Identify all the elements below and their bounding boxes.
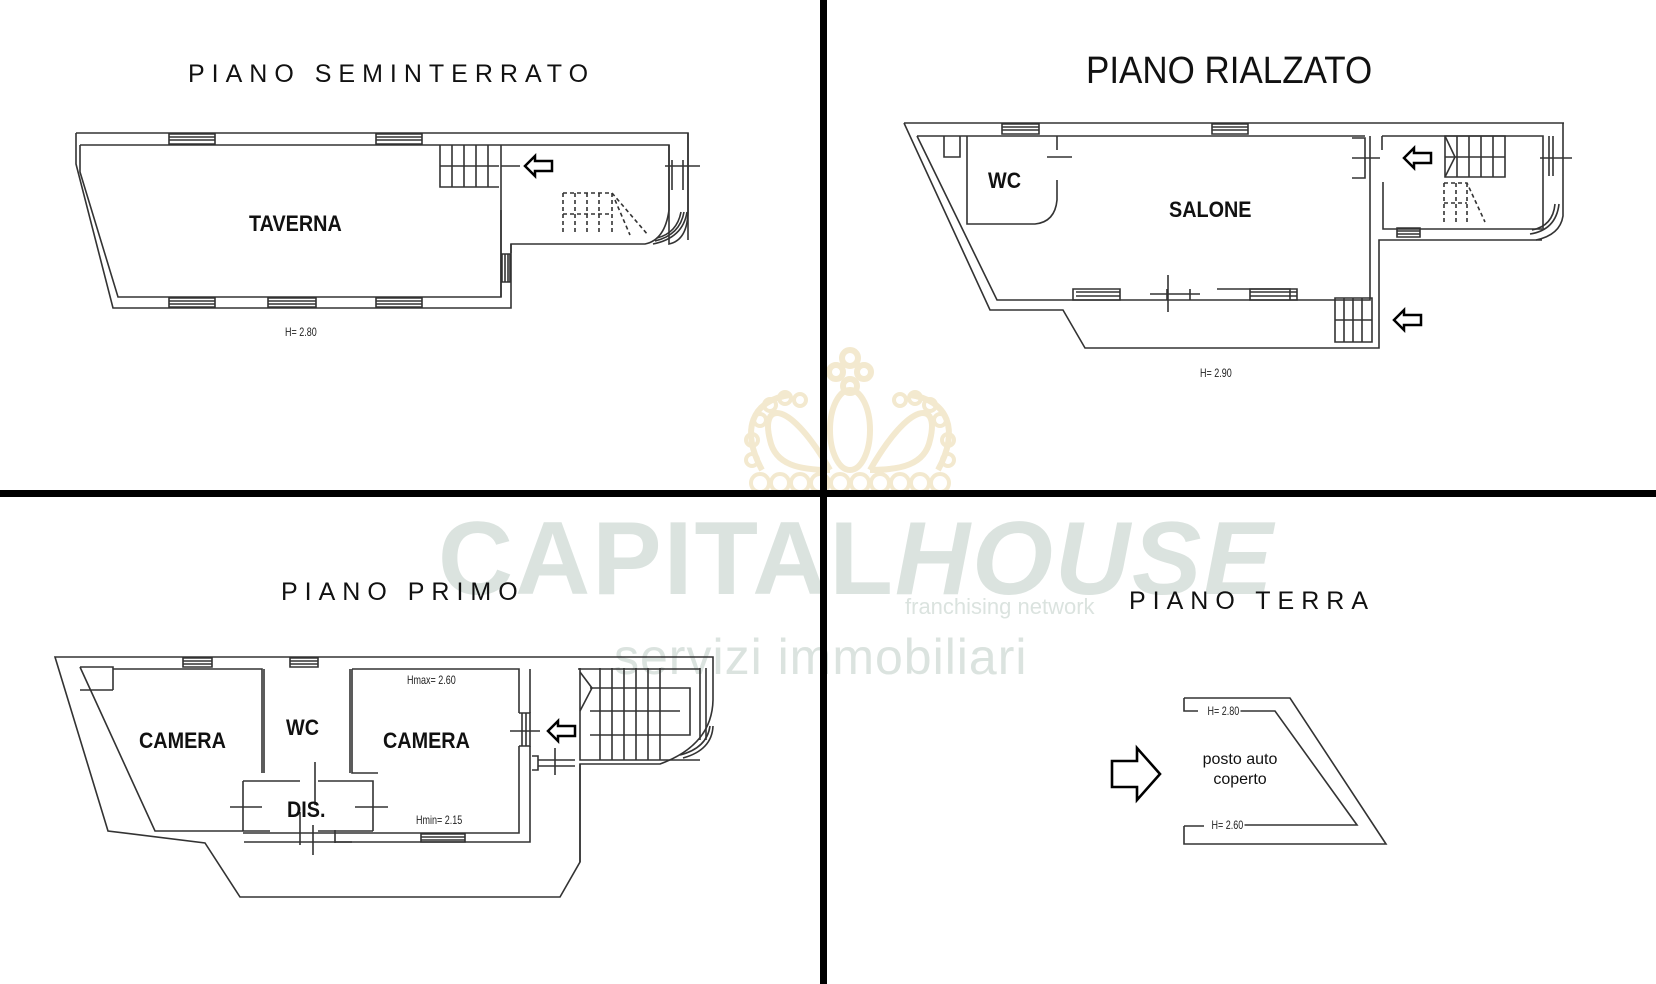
entrance-arrow-icon [1392,306,1423,334]
parking-entry-arrow-icon [1110,744,1162,804]
plan-rialzato-walls [903,122,1572,349]
entrance-arrow-icon [523,152,554,180]
entrance-arrow-icon [546,717,577,745]
room-label-salone: SALONE [1169,197,1252,222]
plan-title-rialzato: PIANO RIALZATO [1086,50,1373,92]
room-label-posto-auto: posto auto coperto [1202,751,1278,788]
height-label-bottom: H= 2.60 [1210,818,1245,832]
height-label-top: H= 2.80 [1206,704,1241,718]
plan-primo-walls [53,656,714,898]
plan-title-primo: PIANO PRIMO [281,578,525,606]
room-label-wc: WC [988,168,1021,193]
room-label-camera-right: CAMERA [383,728,470,753]
entrance-arrow-icon [1402,144,1433,172]
plan-title-seminterrato: PIANO SEMINTERRATO [188,60,596,88]
plan-title-terra: PIANO TERRA [1129,587,1376,615]
divider-horizontal [0,490,1656,497]
plan-seminterrato-walls [75,132,700,309]
height-label-rialzato: H= 2.90 [1200,366,1232,380]
room-label-dis: DIS. [287,797,326,822]
room-label-wc: WC [286,715,319,740]
room-label-camera-left: CAMERA [139,728,226,753]
height-label-max: Hmax= 2.60 [407,673,456,687]
plan-terra-walls [1183,697,1388,845]
height-label-min: Hmin= 2.15 [416,813,463,827]
room-label-taverna: TAVERNA [249,211,342,236]
height-label-seminterrato: H= 2.80 [285,325,317,339]
